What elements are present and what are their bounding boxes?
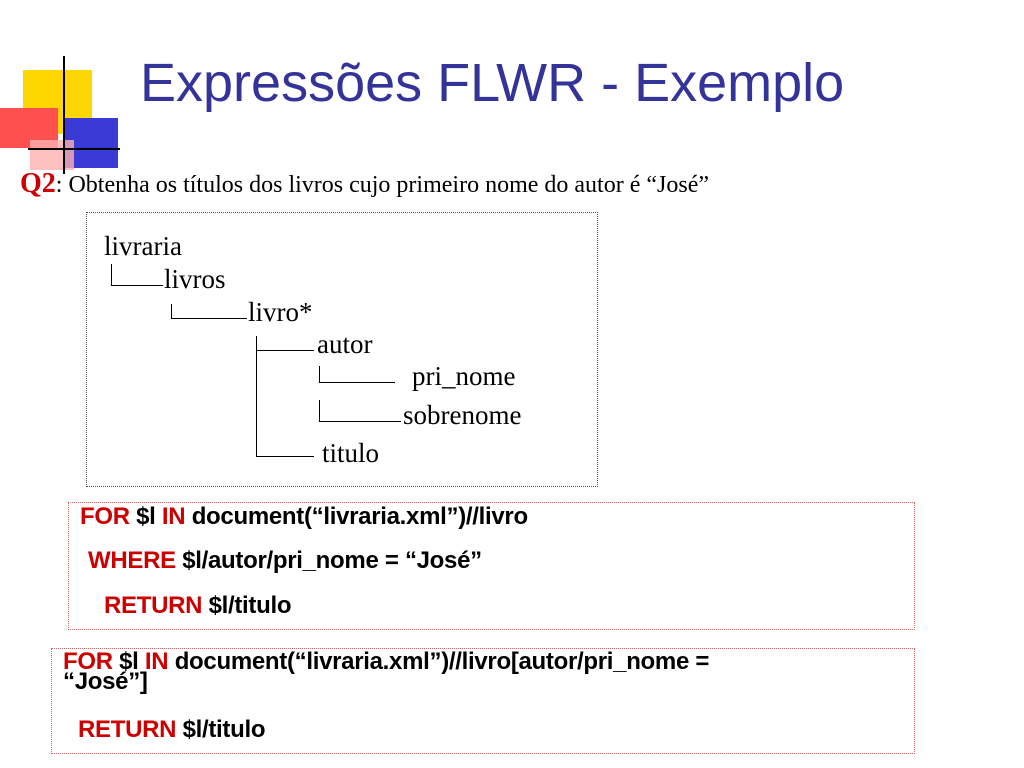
keyword-in: IN — [144, 648, 169, 675]
query2-line2: RETURN $l/titulo — [78, 716, 266, 744]
query2-line1-continuation: “José”] — [63, 668, 148, 695]
query-return-path: $l/titulo — [176, 716, 266, 743]
tree-node-livros: livros — [164, 264, 226, 294]
query-return-path: $l/titulo — [202, 592, 292, 619]
tree-connector — [111, 264, 112, 286]
tree-node-titulo: titulo — [322, 438, 380, 468]
query1-line1: FOR $l IN document(“livraria.xml”)//livr… — [80, 503, 528, 531]
query-box-2 — [51, 648, 915, 754]
tree-node-pri-nome: pri_nome — [412, 361, 516, 391]
query-path: document(“livraria.xml”)//livro[autor/pr… — [168, 648, 710, 675]
query2-line1: FOR $l IN document(“livraria.xml”)//livr… — [63, 648, 709, 676]
query-condition: $l/autor/pri_nome = “José” — [175, 547, 482, 574]
tree-node-livro: livro* — [248, 297, 313, 327]
tree-connector — [256, 456, 314, 457]
keyword-for: FOR — [63, 648, 113, 675]
logo-pink-square — [30, 140, 74, 170]
query-box-1 — [68, 502, 915, 630]
keyword-where: WHERE — [88, 547, 176, 574]
logo-horizontal-line — [28, 148, 120, 150]
question-text: : Obtenha os títulos dos livros cujo pri… — [55, 172, 709, 198]
keyword-return: RETURN — [104, 592, 203, 619]
keyword-return: RETURN — [78, 716, 177, 743]
tree-connector — [319, 366, 320, 382]
query-path: document(“livraria.xml”)//livro — [185, 503, 528, 530]
tree-connector — [171, 304, 172, 319]
question-line: Q2: Obtenha os títulos dos livros cujo p… — [20, 168, 709, 200]
tree-connector — [319, 421, 401, 422]
query-variable: $l — [112, 648, 145, 675]
tree-connector — [171, 318, 247, 319]
logo-vertical-line — [63, 56, 65, 174]
tree-node-autor: autor — [317, 329, 373, 359]
slide-title: Expressões FLWR - Exemplo — [140, 53, 845, 113]
tree-connector — [256, 350, 314, 351]
tree-node-sobrenome: sobrenome — [403, 400, 522, 430]
tree-connector — [319, 382, 395, 383]
query1-line2: WHERE $l/autor/pri_nome = “José” — [88, 547, 482, 575]
question-label: Q2 — [20, 168, 56, 199]
tree-connector — [319, 400, 320, 422]
tree-diagram-box — [86, 212, 598, 487]
tree-connector — [111, 285, 163, 286]
keyword-for: FOR — [80, 503, 130, 530]
tree-connector — [256, 336, 257, 456]
tree-node-livraria: livraria — [104, 231, 182, 261]
query-variable: $l — [129, 503, 162, 530]
query1-line3: RETURN $l/titulo — [104, 592, 292, 620]
keyword-in: IN — [161, 503, 186, 530]
